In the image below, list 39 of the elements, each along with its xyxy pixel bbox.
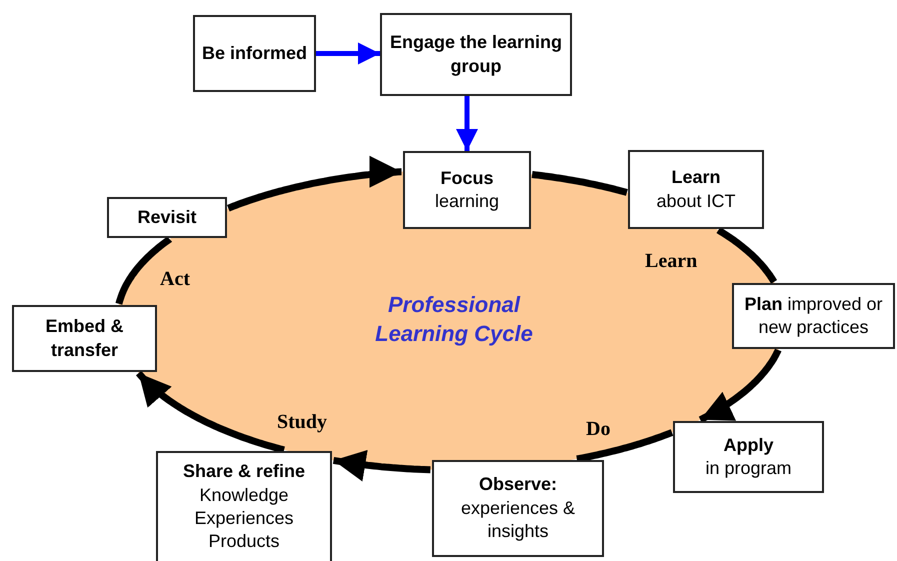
connector-line <box>116 236 173 306</box>
box-heading: Learn <box>671 166 721 190</box>
cycle-title: Professional Learning Cycle <box>374 291 534 348</box>
process-box <box>403 151 531 229</box>
box-heading: Be informed <box>202 42 307 65</box>
box-heading: Revisit <box>137 206 197 229</box>
box-text: about ICT <box>656 190 736 212</box>
phase-label: Study <box>277 411 328 434</box>
process-box <box>156 451 332 561</box>
arrow <box>332 450 431 482</box>
process-box <box>12 305 157 372</box>
process-box <box>673 421 824 493</box>
box-heading: Engage the learning group <box>388 31 564 78</box>
phase-label: Act <box>160 268 190 291</box>
connector-line <box>532 171 628 196</box>
phase-label: Do <box>586 418 610 441</box>
process-box <box>380 13 572 96</box>
box-text: Knowledge Experiences Products <box>193 484 295 554</box>
process-box <box>193 15 316 92</box>
box-text: Plan improved or new practices <box>743 292 884 339</box>
box-text: learning <box>434 190 500 213</box>
arrow <box>698 348 782 423</box>
box-heading: Share & refine <box>182 460 306 484</box>
arrow <box>316 42 380 64</box>
process-box <box>732 283 895 349</box>
phase-label: Learn <box>645 250 698 273</box>
arrow <box>456 96 478 151</box>
box-heading: Apply <box>723 434 774 457</box>
connector-line <box>575 429 674 462</box>
process-box <box>628 150 764 229</box>
box-heading: Embed & transfer <box>44 315 124 362</box>
box-text: in program <box>705 457 792 480</box>
box-heading: Observe: <box>478 473 558 496</box>
box-text: experiences & insights <box>460 496 576 544</box>
process-box <box>107 197 227 238</box>
process-box <box>432 460 604 557</box>
arrow <box>136 370 285 454</box>
connector-line <box>716 227 778 285</box>
box-heading: Focus <box>440 166 494 190</box>
